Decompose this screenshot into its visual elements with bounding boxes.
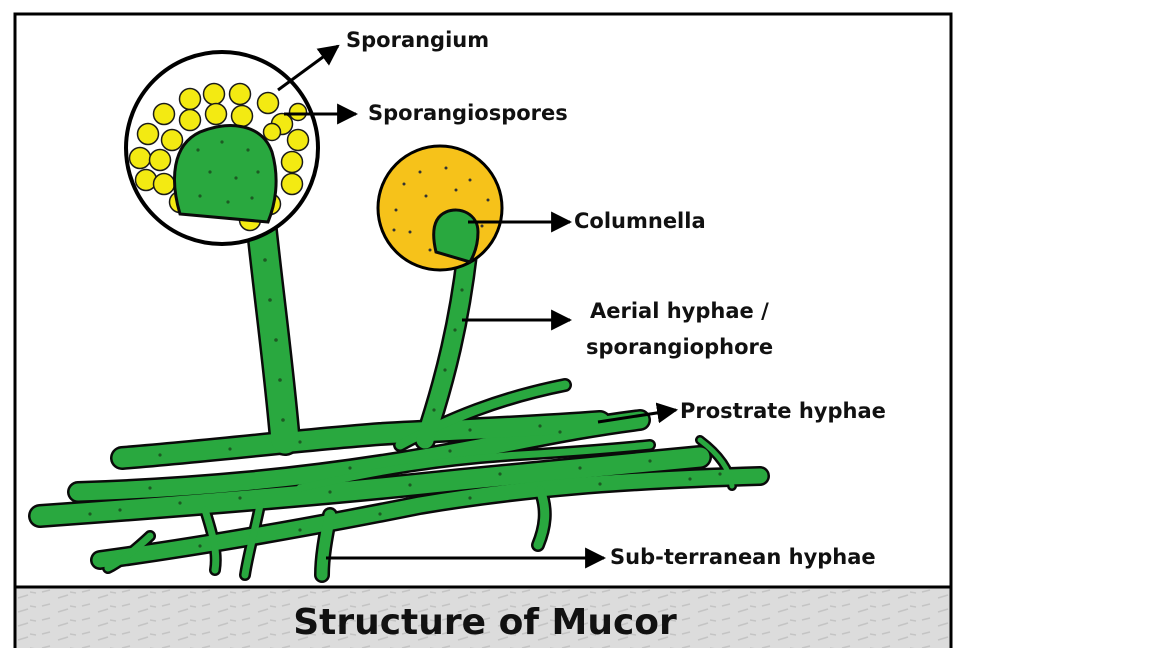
prostrate-hyphae-arrow [597, 402, 679, 424]
label-prostrate-hyphae: Prostrate hyphae [680, 399, 886, 423]
diagram-caption: Structure of Mucor [293, 602, 677, 643]
label-subterranean-hyphae: Sub-terranean hyphae [610, 545, 876, 569]
hyphae-network [28, 196, 770, 583]
label-sporangiophore: sporangiophore [586, 335, 773, 359]
caption-band [13, 585, 953, 648]
hyphae-speckles [88, 228, 722, 548]
sporangium-arrow [277, 44, 340, 92]
mature-columnella [173, 124, 278, 224]
young-sporangium [376, 144, 504, 272]
mature-sporangium [124, 50, 320, 246]
sporangiospores-cluster [128, 82, 310, 232]
label-sporangiospores: Sporangiospores [368, 101, 568, 125]
label-aerial-hyphae: Aerial hyphae / [590, 299, 769, 323]
label-sporangium: Sporangium [346, 28, 489, 52]
label-columnella: Columnella [574, 209, 706, 233]
label-arrows [277, 44, 679, 569]
young-columnella [432, 208, 480, 264]
hyphae-fill [30, 198, 768, 581]
